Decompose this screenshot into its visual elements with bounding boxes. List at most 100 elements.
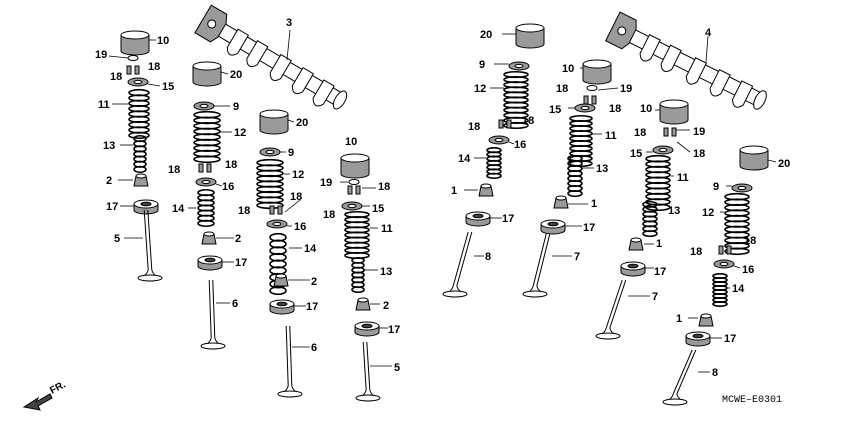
part-label-c6-13: 13 [596, 163, 608, 175]
part-label-c1-13: 13 [103, 140, 115, 152]
shim [586, 85, 598, 91]
leader-line [597, 87, 619, 91]
outer-valve-spring [503, 70, 529, 130]
part-label-c7-15: 15 [630, 148, 642, 160]
valve-cotter [198, 163, 212, 173]
stem-seal [273, 273, 289, 287]
tappet-bucket [340, 153, 370, 179]
leader-line [767, 159, 777, 163]
part-label-cam4: 4 [705, 27, 712, 39]
outer-valve-spring [645, 154, 671, 212]
part-label-c3-20: 20 [296, 117, 308, 129]
valve-cotter [347, 185, 361, 195]
leader-line [733, 265, 741, 269]
part-label-c6-17: 17 [583, 222, 595, 234]
part-label-c2-6: 6 [232, 298, 238, 310]
spring-seat [685, 331, 711, 347]
valve-cotter [583, 95, 597, 105]
valve [442, 231, 473, 298]
spring-seat [133, 199, 159, 215]
part-label-c3-9: 9 [288, 147, 294, 159]
part-label-c2-20: 20 [230, 69, 242, 81]
part-label-c6-1: 1 [591, 198, 597, 210]
shim [127, 55, 139, 61]
leader-line [284, 199, 301, 213]
part-label-c8-8: 8 [712, 367, 718, 379]
part-label-c5-20: 20 [480, 29, 492, 41]
part-label-c7-19: 19 [693, 126, 705, 138]
part-label-c6-15: 15 [549, 104, 561, 116]
outer-valve-spring [344, 210, 370, 260]
part-label-c4-18b: 18 [323, 209, 335, 221]
part-label-c2-16: 16 [222, 181, 234, 193]
part-label-c3-18b: 18 [290, 191, 302, 203]
valve-cotter [663, 127, 677, 137]
part-label-c4-10: 10 [345, 136, 357, 148]
spring-retainer [266, 219, 288, 229]
spring-retainer [259, 147, 281, 157]
part-label-c5-8: 8 [485, 251, 491, 263]
inner-valve-spring [197, 188, 215, 228]
part-label-c6-18a: 18 [556, 83, 568, 95]
part-label-c8-14: 14 [732, 283, 745, 295]
camshaft-3 [194, 4, 348, 110]
outer-valve-spring [128, 88, 150, 140]
part-label-c2-18b: 18 [225, 159, 237, 171]
part-label-c8-16: 16 [742, 264, 754, 276]
part-label-c3-18a: 18 [238, 205, 250, 217]
part-drawings [120, 4, 769, 406]
part-label-c3-17: 17 [306, 301, 318, 313]
tappet-bucket [739, 145, 769, 171]
tappet-bucket [192, 61, 222, 87]
part-label-c4-17: 17 [388, 324, 400, 336]
stem-seal [698, 313, 714, 327]
part-label-c4-13: 13 [380, 266, 392, 278]
part-label-c4-19: 19 [320, 177, 332, 189]
tappet-bucket [659, 99, 689, 125]
part-label-c8-18a: 18 [690, 246, 702, 258]
part-label-c5-12: 12 [474, 83, 486, 95]
part-label-c8-1: 1 [676, 313, 682, 325]
part-label-c3-12: 12 [292, 169, 304, 181]
part-label-c4-11: 11 [381, 223, 393, 235]
outer-valve-spring [724, 192, 750, 256]
valve [137, 209, 163, 282]
part-label-c1-5: 5 [114, 233, 120, 245]
part-label-c5-18a: 18 [468, 121, 480, 133]
stem-seal [478, 183, 494, 197]
part-label-c1-15: 15 [162, 81, 174, 93]
leader-line [286, 29, 291, 61]
leader-line [215, 183, 223, 187]
part-label-cam3: 3 [286, 17, 292, 29]
diagram-code: MCWE–E0301 [722, 395, 782, 406]
part-label-c2-2: 2 [235, 233, 241, 245]
part-label-c7-10: 10 [640, 103, 652, 115]
spring-seat [465, 211, 491, 227]
part-label-c3-14: 14 [304, 243, 317, 255]
leader-line [508, 141, 515, 145]
spring-retainer [127, 77, 149, 87]
part-label-c7-17: 17 [654, 266, 666, 278]
valve-cotter [126, 65, 140, 75]
part-label-c1-10: 10 [157, 35, 169, 47]
part-label-c6-11: 11 [605, 130, 617, 142]
part-label-c1-11: 11 [98, 99, 110, 111]
part-label-c6-7: 7 [574, 251, 580, 263]
stem-seal [355, 297, 371, 311]
leader-line [676, 141, 691, 153]
part-label-c5-9: 9 [479, 59, 485, 71]
part-label-c2-12: 12 [234, 127, 246, 139]
outer-valve-spring [569, 114, 593, 168]
front-direction-arrow: FR. [22, 379, 68, 411]
part-label-c4-5: 5 [394, 362, 400, 374]
part-label-c1-2: 2 [106, 175, 112, 187]
part-label-c7-1: 1 [656, 238, 662, 250]
inner-valve-spring [486, 146, 502, 180]
part-label-c6-18b: 18 [609, 103, 621, 115]
inner-valve-spring [133, 134, 147, 174]
spring-retainer [193, 101, 215, 111]
part-label-c6-19: 19 [620, 83, 632, 95]
leader-lines [108, 29, 777, 373]
part-label-c1-18b: 18 [148, 61, 160, 73]
valve [200, 279, 226, 350]
